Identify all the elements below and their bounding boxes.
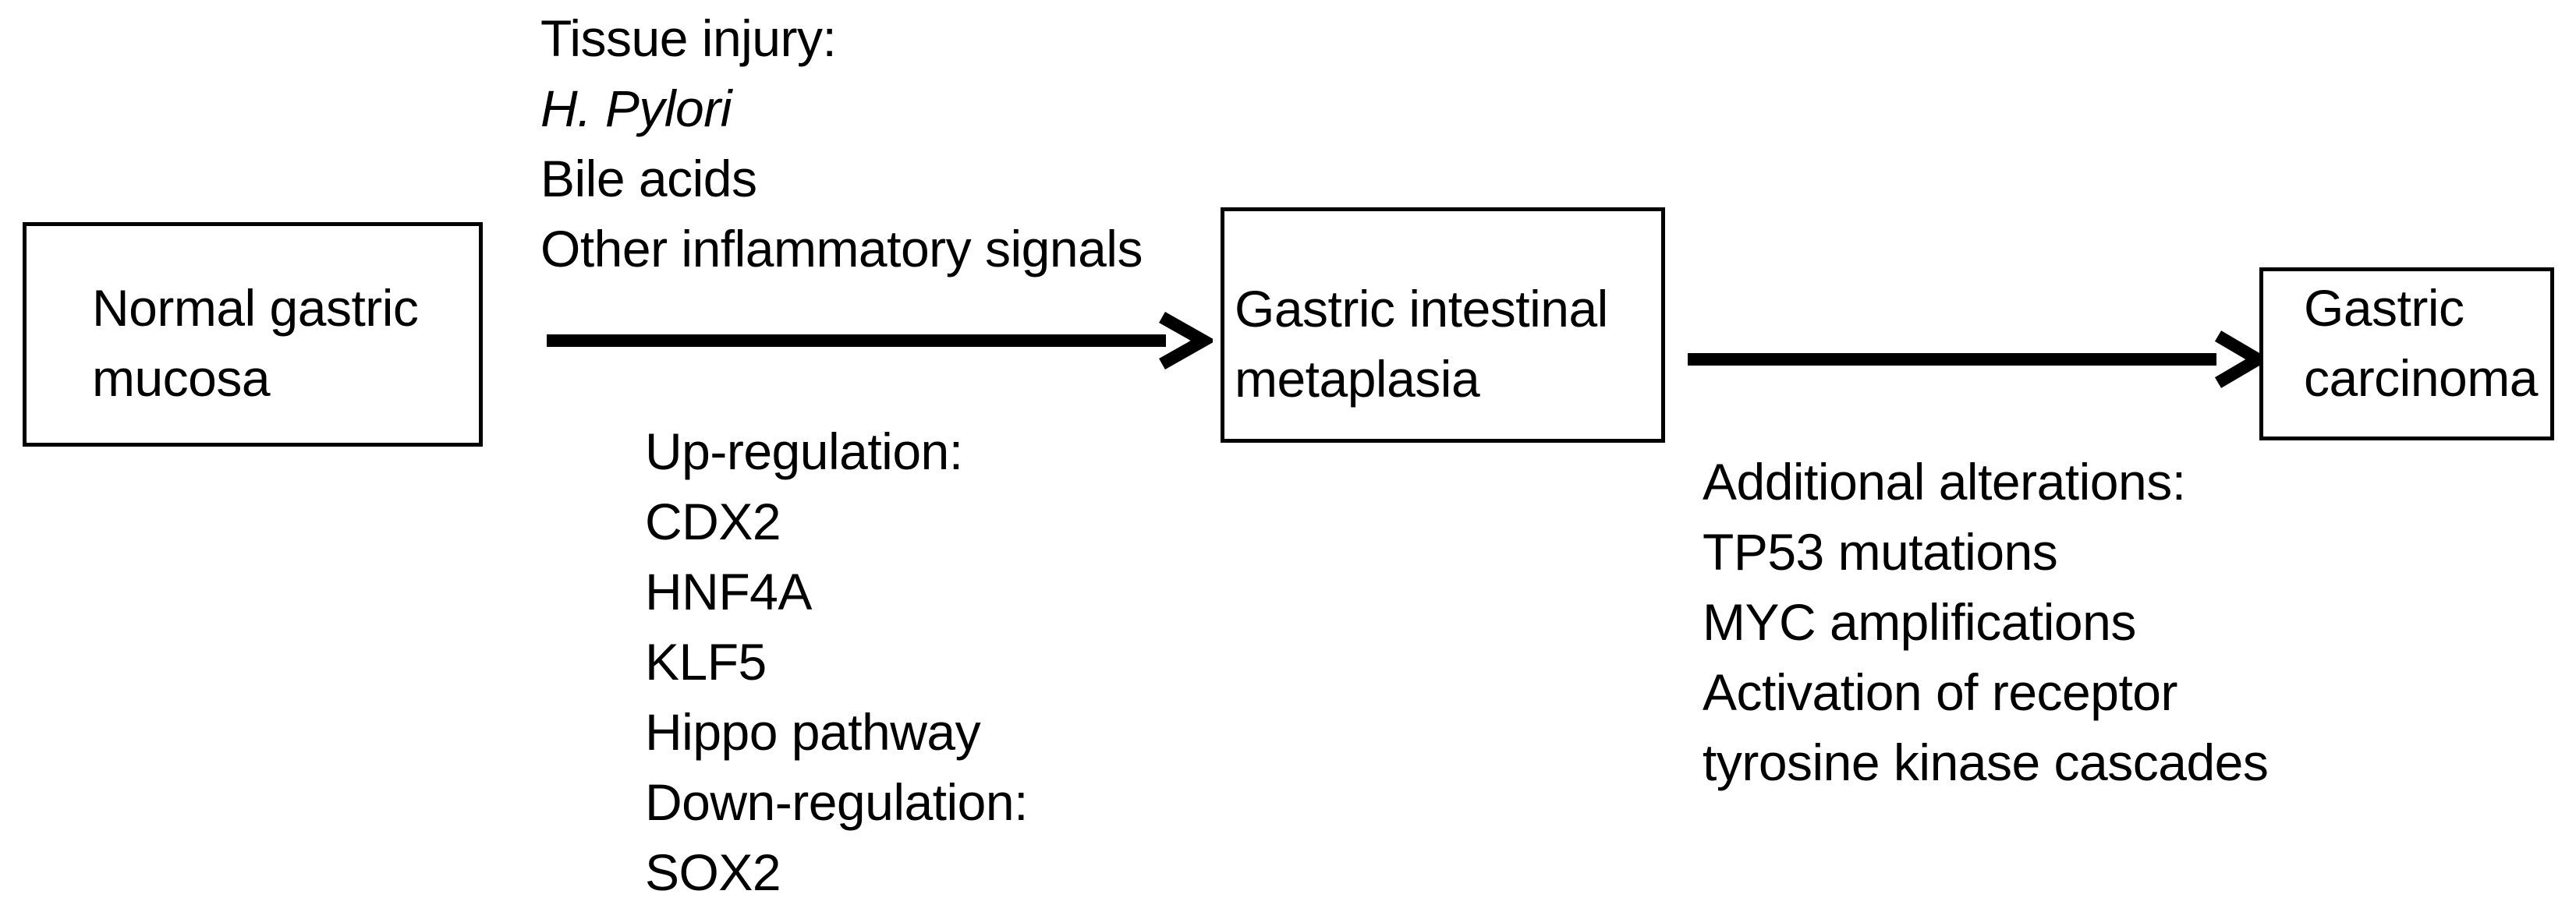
arrow-right-icon — [547, 312, 1213, 369]
node-label-line: Normal gastric — [92, 279, 419, 337]
annotation-line: CDX2 — [645, 493, 781, 550]
node-gastric-carcinoma: Gastric carcinoma — [2259, 267, 2554, 440]
node-label-line: carcinoma — [2304, 349, 2538, 407]
annotation-line: Additional alterations: — [1703, 453, 2186, 511]
annotation-line: TP53 mutations — [1703, 523, 2058, 581]
annotation-line: Down-regulation: — [645, 773, 1028, 831]
node-label-line: Gastric intestinal — [1235, 280, 1608, 338]
annotation-regulation: Up-regulation: CDX2 HNF4A KLF5 Hippo pat… — [645, 416, 1028, 907]
arrow-metaplasia-to-carcinoma — [1683, 326, 2264, 392]
annotation-line: KLF5 — [645, 633, 767, 691]
node-gastric-intestinal-metaplasia: Gastric intestinal metaplasia — [1221, 207, 1665, 443]
node-label-line: metaplasia — [1235, 350, 1480, 408]
annotation-tissue-injury: Tissue injury: H. Pylori Bile acids Othe… — [540, 3, 1143, 284]
annotation-line: SOX2 — [645, 843, 781, 901]
node-label-line: Gastric — [2304, 279, 2464, 337]
annotation-line: Hippo pathway — [645, 703, 981, 761]
node-label-line: mucosa — [92, 349, 271, 407]
annotation-additional-alterations: Additional alterations: TP53 mutations M… — [1703, 447, 2269, 797]
annotation-line: Up-regulation: — [645, 422, 963, 480]
annotation-line: Bile acids — [540, 150, 757, 207]
annotation-line: Other inflammatory signals — [540, 220, 1143, 277]
annotation-line: tyrosine kinase cascades — [1703, 733, 2269, 791]
annotation-line: MYC amplifications — [1703, 593, 2136, 651]
annotation-line: Activation of receptor — [1703, 663, 2177, 721]
node-normal-gastric-mucosa: Normal gastric mucosa — [23, 222, 483, 447]
annotation-line-italic: H. Pylori — [540, 80, 732, 137]
annotation-line: Tissue injury: — [540, 9, 837, 67]
arrow-mucosa-to-metaplasia — [542, 308, 1213, 374]
arrow-right-icon — [1688, 330, 2264, 388]
annotation-line: HNF4A — [645, 563, 812, 620]
